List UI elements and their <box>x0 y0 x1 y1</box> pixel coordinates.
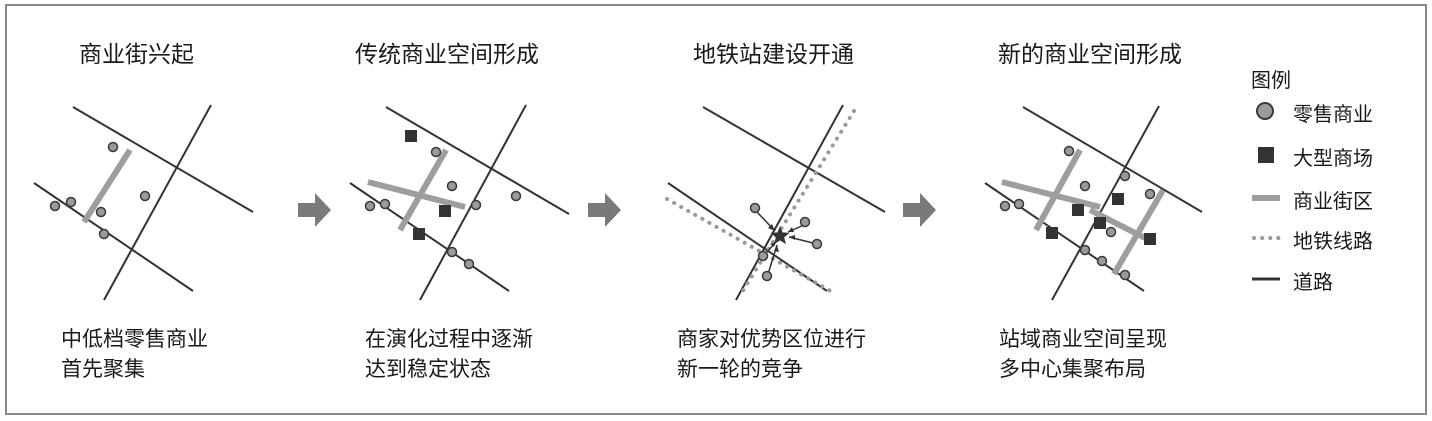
caption-line: 达到稳定状态 <box>365 357 491 381</box>
retail-point <box>1079 180 1091 192</box>
retail-point <box>379 198 391 210</box>
line-icon <box>1252 277 1280 281</box>
legend-item-metro: 地铁线路 <box>1251 223 1421 253</box>
caption-line: 多中心集聚布局 <box>999 357 1146 381</box>
commercial-street <box>81 148 133 224</box>
caption-line: 站域商业空间呈现 <box>999 327 1167 351</box>
stage-3-panel <box>665 104 886 301</box>
stage-4-title: 新的商业空间形成 <box>998 42 1182 68</box>
retail-point <box>510 190 522 202</box>
retail-point <box>1144 188 1156 200</box>
retail-point <box>757 250 769 262</box>
circle-icon <box>1256 102 1274 120</box>
commercial-street <box>367 179 466 210</box>
stage-3-title: 地铁站建设开通 <box>693 42 854 68</box>
commercial-street <box>397 148 449 232</box>
stage-4-panel <box>984 105 1203 301</box>
arrowheads <box>768 224 795 252</box>
stage-1-caption: 中低档零售商业 首先聚集 <box>61 324 208 384</box>
retail-point <box>49 200 61 212</box>
retail-point <box>107 141 119 153</box>
legend-label: 道路 <box>1293 270 1333 294</box>
stage-3-caption: 商家对优势区位进行 新一轮的竞争 <box>677 324 866 384</box>
retail-point <box>95 206 107 218</box>
arrow-2 <box>588 193 621 227</box>
retail-point <box>1079 244 1091 256</box>
mall-point <box>439 205 451 217</box>
legend-item-street: 商业街区 <box>1251 183 1421 213</box>
legend-label: 商业街区 <box>1293 189 1373 213</box>
retail-point <box>139 190 151 202</box>
mall-point <box>1094 217 1106 229</box>
stage-2-title: 传统商业空间形成 <box>355 42 539 68</box>
stage-1-title: 商业街兴起 <box>79 42 194 68</box>
commercial-street <box>1001 179 1101 210</box>
retail-point <box>1096 255 1108 267</box>
arrow-1 <box>298 193 331 227</box>
road <box>33 182 194 292</box>
road <box>72 106 254 213</box>
retail-point <box>364 200 376 212</box>
retail-point <box>1119 269 1131 281</box>
retail-point <box>430 146 442 158</box>
figure-frame <box>5 4 1427 415</box>
retail-point <box>446 180 458 192</box>
legend-label: 零售商业 <box>1293 102 1373 126</box>
road <box>1022 106 1203 213</box>
retail-point <box>811 238 823 250</box>
road <box>1051 105 1160 301</box>
retail-point <box>1105 226 1117 238</box>
arrow-3 <box>903 193 936 227</box>
road <box>735 104 844 301</box>
caption-line: 新一轮的竞争 <box>677 357 803 381</box>
square-icon <box>1258 147 1274 163</box>
retail-point <box>1063 145 1075 157</box>
stage-4-caption: 站域商业空间呈现 多中心集聚布局 <box>999 324 1167 384</box>
mall-point <box>1112 193 1124 205</box>
mall-point <box>405 130 417 142</box>
mall-point <box>1144 233 1156 245</box>
retail-point <box>65 196 77 208</box>
retail-point <box>98 228 110 240</box>
legend-label: 地铁线路 <box>1293 229 1373 253</box>
road <box>103 104 212 301</box>
stage-2-caption: 在演化过程中逐渐 达到稳定状态 <box>365 324 533 384</box>
retail-point <box>463 258 475 270</box>
stage-1-panel <box>33 104 254 301</box>
legend-item-mall: 大型商场 <box>1251 140 1421 170</box>
mall-point <box>1046 227 1058 239</box>
retail-point <box>1013 198 1025 210</box>
road <box>702 106 886 213</box>
retail-point <box>761 270 773 282</box>
retail-point <box>470 199 482 211</box>
retail-point <box>999 200 1011 212</box>
legend-item-retail: 零售商业 <box>1251 96 1421 126</box>
stage-2-panel <box>349 104 570 301</box>
commercial-street <box>1111 188 1166 276</box>
mall-point <box>413 228 425 240</box>
road <box>385 106 570 215</box>
retail-point <box>1119 170 1131 182</box>
metro-station <box>770 226 790 245</box>
retail-point <box>446 246 458 258</box>
caption-line: 首先聚集 <box>61 357 145 381</box>
retail-point <box>799 216 811 228</box>
road <box>349 182 510 292</box>
legend-label: 大型商场 <box>1293 146 1373 170</box>
legend-item-road: 道路 <box>1251 264 1421 294</box>
commercial-street <box>1033 148 1083 232</box>
legend-title: 图例 <box>1251 68 1291 92</box>
caption-line: 商家对优势区位进行 <box>677 327 866 351</box>
metro-line <box>665 197 836 295</box>
thick-line-icon <box>1252 195 1280 201</box>
caption-line: 中低档零售商业 <box>61 327 208 351</box>
retail-point <box>749 202 761 214</box>
dotted-line-icon <box>1252 236 1281 240</box>
caption-line: 在演化过程中逐渐 <box>365 327 533 351</box>
mall-point <box>1072 204 1084 216</box>
